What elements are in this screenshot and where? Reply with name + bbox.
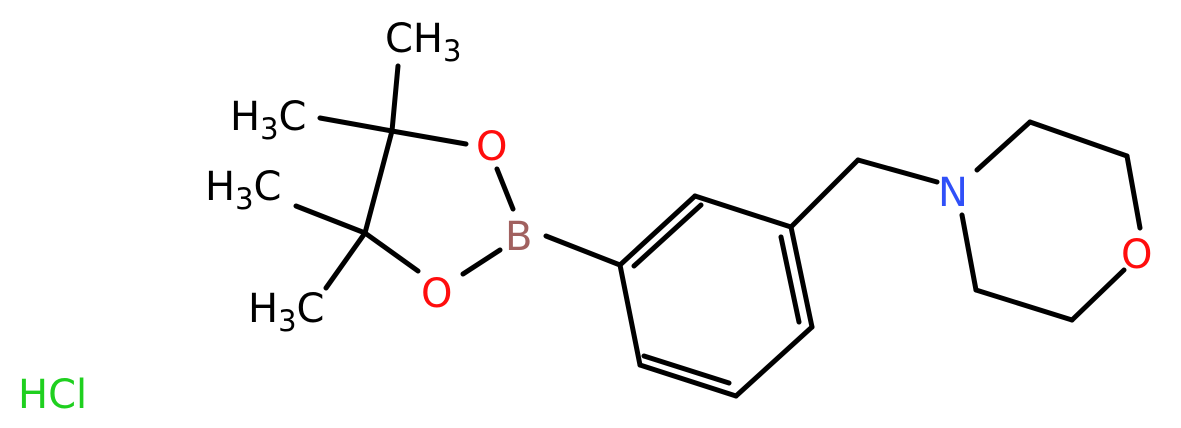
bond-ar-double-2 (778, 234, 802, 325)
bond-b-aryl (543, 233, 623, 268)
bond-c-c-lower (973, 287, 1075, 323)
oxygen-atom-morpholine: O (1121, 232, 1152, 278)
hcl-salt-label: HCl (18, 372, 87, 418)
bond-c5-c4 (362, 128, 395, 236)
bond-ar-ch2 (788, 157, 861, 230)
bond-c-lower-n (959, 212, 979, 293)
bond-ar-3-4 (788, 224, 815, 330)
bond-ar-double-1 (631, 202, 704, 269)
methyl-top-main: CH (385, 16, 443, 62)
bond-ar-1-2 (617, 193, 698, 268)
methyl-upper-left-sub: 3 (260, 112, 278, 146)
bond-b-o-lower (460, 247, 503, 277)
bond-c4-o-upper (389, 128, 469, 147)
bond-n-c-upper (974, 119, 1033, 173)
methyl-label-upper-left: H3C (230, 94, 306, 146)
bond-c4-methyl-top (389, 63, 401, 134)
bond-o-upper-b (494, 166, 516, 212)
methyl-mid-left-tail: C (254, 164, 282, 210)
methyl-label-mid-left: H3C (205, 164, 281, 216)
methyl-top-sub: 3 (443, 34, 461, 68)
bond-c-o-morph (1124, 153, 1143, 231)
bond-o-morph-c (1069, 267, 1127, 323)
oxygen-atom-upper: O (476, 124, 507, 170)
methyl-mid-left-sub: 3 (235, 182, 253, 216)
methyl-upper-left-main: H (230, 94, 260, 140)
bond-c4-methyl-left (317, 115, 395, 134)
nitrogen-atom: N (938, 170, 968, 216)
methyl-label-top: CH3 (385, 16, 461, 68)
methyl-lower-left-main: H (248, 286, 278, 332)
bond-ar-5-6 (637, 362, 739, 399)
bond-ar-4-5 (733, 324, 815, 399)
bond-c5-methyl-left (293, 203, 368, 236)
methyl-mid-left-main: H (205, 164, 235, 210)
boron-atom: B (505, 214, 532, 260)
bond-c5-methyl-bottom (323, 230, 368, 291)
oxygen-atom-lower: O (421, 271, 452, 317)
bond-ch2-n (855, 157, 940, 185)
methyl-lower-left-sub: 3 (278, 304, 296, 338)
bond-ar-2-3 (692, 193, 794, 230)
bond-o-lower-c5 (362, 230, 421, 274)
bond-c-upper-c (1027, 119, 1130, 159)
methyl-label-lower-left: H3C (248, 286, 324, 338)
bond-ar-double-3 (641, 353, 732, 386)
methyl-lower-left-tail: C (297, 286, 325, 332)
methyl-upper-left-tail: C (279, 94, 307, 140)
bond-ar-6-1 (617, 262, 643, 368)
